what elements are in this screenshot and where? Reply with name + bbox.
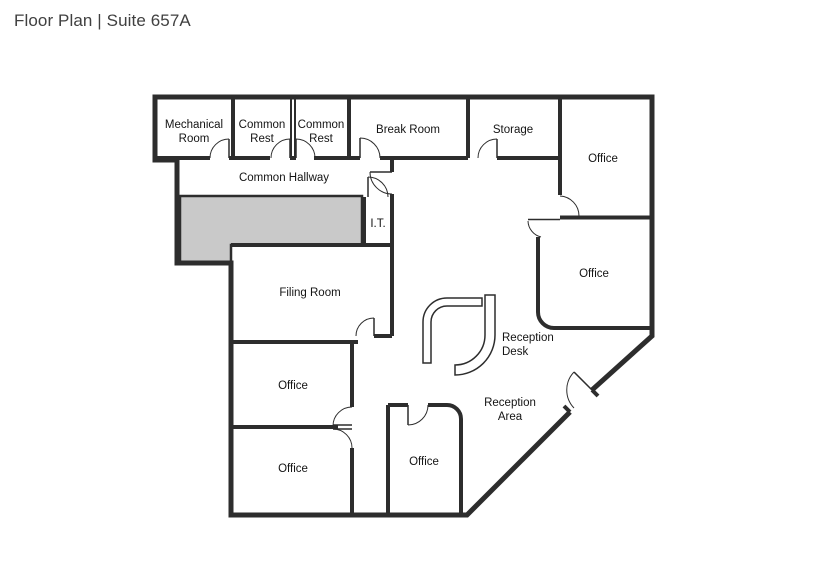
left-office-walls — [231, 342, 354, 513]
label-storage: Storage — [493, 124, 533, 136]
filing-room-walls — [231, 243, 394, 344]
label-office-right: Office — [579, 268, 609, 280]
restroom-wall-lines — [290, 97, 296, 158]
hallway-passage-door-arc — [369, 171, 393, 195]
shaded-region-outline — [178, 194, 364, 265]
storage-door-arc — [477, 138, 498, 159]
label-mechanical-room-line2: Room — [179, 133, 210, 145]
entry-door-jambs — [562, 388, 600, 414]
break-room-door-arc — [359, 137, 381, 159]
label-it-room: I.T. — [370, 218, 385, 230]
bottom-middle-office-walls — [386, 403, 463, 513]
rest2-door-arc — [295, 138, 316, 159]
label-reception-desk-line1: Reception — [502, 332, 554, 344]
label-office-left-lower: Office — [278, 463, 308, 475]
room-labels: Mechanical Room Common Rest Common Rest … — [165, 119, 618, 475]
label-reception-area-line1: Reception — [484, 397, 536, 409]
page-title: Floor Plan | Suite 657A — [14, 11, 191, 30]
reception-desk-right-counter — [454, 294, 496, 376]
office-top-right-door-arc — [559, 195, 580, 217]
label-office-bottom-middle: Office — [409, 456, 439, 468]
top-row-dividers — [231, 97, 562, 195]
shaded-region — [178, 194, 364, 265]
label-common-rest-2-line2: Rest — [309, 133, 333, 145]
office-right-door-arc — [527, 220, 542, 238]
interior-walls — [155, 97, 652, 513]
right-office-walls — [536, 215, 652, 330]
entry-door-arc — [566, 371, 575, 409]
label-reception-area-line2: Area — [498, 411, 523, 423]
label-office-top-right: Office — [588, 153, 618, 165]
rest1-door-arc — [270, 138, 291, 159]
mechanical-door-arc — [209, 138, 230, 159]
door-leaf-lines — [228, 138, 593, 430]
door-swing-arcs — [209, 137, 580, 449]
reception-desk-furniture — [422, 294, 496, 376]
label-mechanical-room-line1: Mechanical — [165, 119, 223, 131]
label-reception-desk-line2: Desk — [502, 346, 528, 358]
it-door-arc — [367, 176, 389, 198]
passage-walls — [362, 158, 394, 245]
reception-desk-left-counter — [422, 297, 483, 364]
label-common-rest-2-line1: Common — [298, 119, 345, 131]
label-break-room: Break Room — [376, 124, 440, 136]
filing-door-arc — [355, 317, 375, 337]
label-common-rest-1-line2: Rest — [250, 133, 274, 145]
label-common-hallway: Common Hallway — [239, 172, 329, 184]
office-bottom-door-arc — [407, 404, 429, 426]
label-filing-room: Filing Room — [279, 287, 340, 299]
restroom-double-wall — [290, 97, 296, 158]
office-left-upper-door-arc — [332, 406, 353, 427]
label-office-left-upper: Office — [278, 380, 308, 392]
label-common-rest-1-line1: Common — [239, 119, 286, 131]
office-left-lower-door-arc — [332, 428, 353, 449]
door-leaves — [228, 138, 593, 430]
